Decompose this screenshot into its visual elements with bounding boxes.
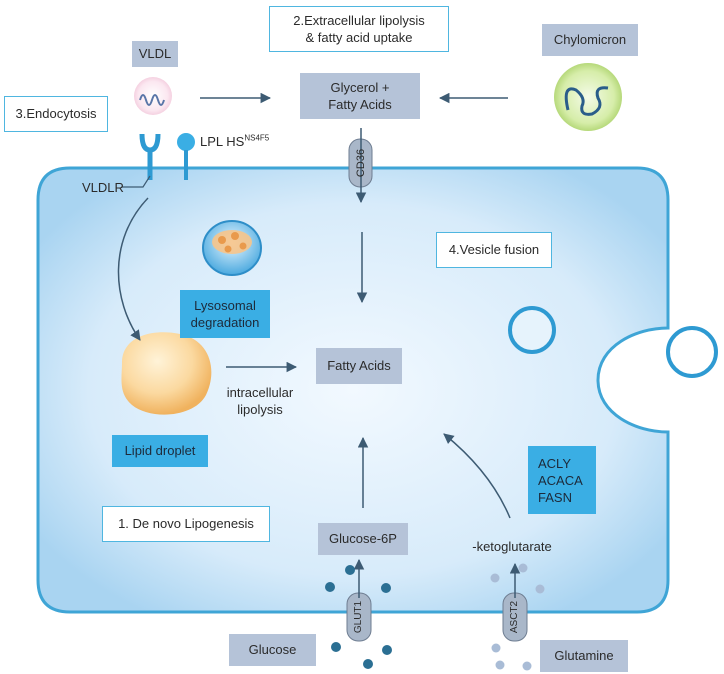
glutamine-molecules xyxy=(490,563,545,671)
cd36-label: CD36 xyxy=(355,148,367,178)
ketoglutarate-label: -ketoglutarate xyxy=(472,539,552,554)
glucose-6p-box: Glucose-6P xyxy=(318,523,408,555)
intracellular-lipolysis-label: intracellular lipolysis xyxy=(226,385,294,417)
chylomicron-apoprotein-icon xyxy=(564,86,609,116)
lipid-droplet-icon xyxy=(121,332,212,415)
arrow-endocytosis-to-droplet xyxy=(117,197,149,341)
de-novo-lipogenesis-box: 1. De novo Lipogenesis xyxy=(102,506,270,542)
chylomicron-particle-icon xyxy=(554,63,622,131)
vldlr-receptor-icon xyxy=(139,133,161,153)
cell-membrane xyxy=(36,166,670,614)
lysosomal-degradation-box: Lysosomal degradation xyxy=(180,290,270,338)
vesicle-outer xyxy=(666,326,718,378)
fatty-acids-box: Fatty Acids xyxy=(316,348,402,384)
arrow-ketoglutarate-to-fatty-acids xyxy=(443,433,511,519)
vldl-box: VLDL xyxy=(132,41,178,67)
chylomicron-box: Chylomicron xyxy=(542,24,638,56)
glucose-molecules xyxy=(325,565,392,669)
lpl-hs-superscript: NS4F5 xyxy=(244,133,270,143)
vldl-apoprotein-icon xyxy=(139,94,165,106)
lpl-hs-receptor-icon xyxy=(177,133,195,151)
vldlr-label: VLDLR xyxy=(82,180,124,195)
vesicle-inner xyxy=(508,306,556,354)
vesicle-fusion-box: 4.Vesicle fusion xyxy=(436,232,552,268)
endocytosis-box: 3.Endocytosis xyxy=(4,96,108,132)
lpl-hs-label: LPL HSNS4F5 xyxy=(200,133,290,151)
lipid-droplet-box: Lipid droplet xyxy=(112,435,208,467)
glut1-label: GLUT1 xyxy=(353,600,364,634)
glucose-box: Glucose xyxy=(229,634,316,666)
glycerol-fatty-acids-box: Glycerol + Fatty Acids xyxy=(300,73,420,119)
glutamine-box: Glutamine xyxy=(540,640,628,672)
asct2-label: ASCT2 xyxy=(509,600,520,634)
extracellular-lipolysis-box: 2.Extracellular lipolysis & fatty acid u… xyxy=(269,6,449,52)
enzymes-box: ACLY ACACA FASN xyxy=(528,446,596,514)
lpl-hs-text: LPL HS xyxy=(200,134,245,149)
